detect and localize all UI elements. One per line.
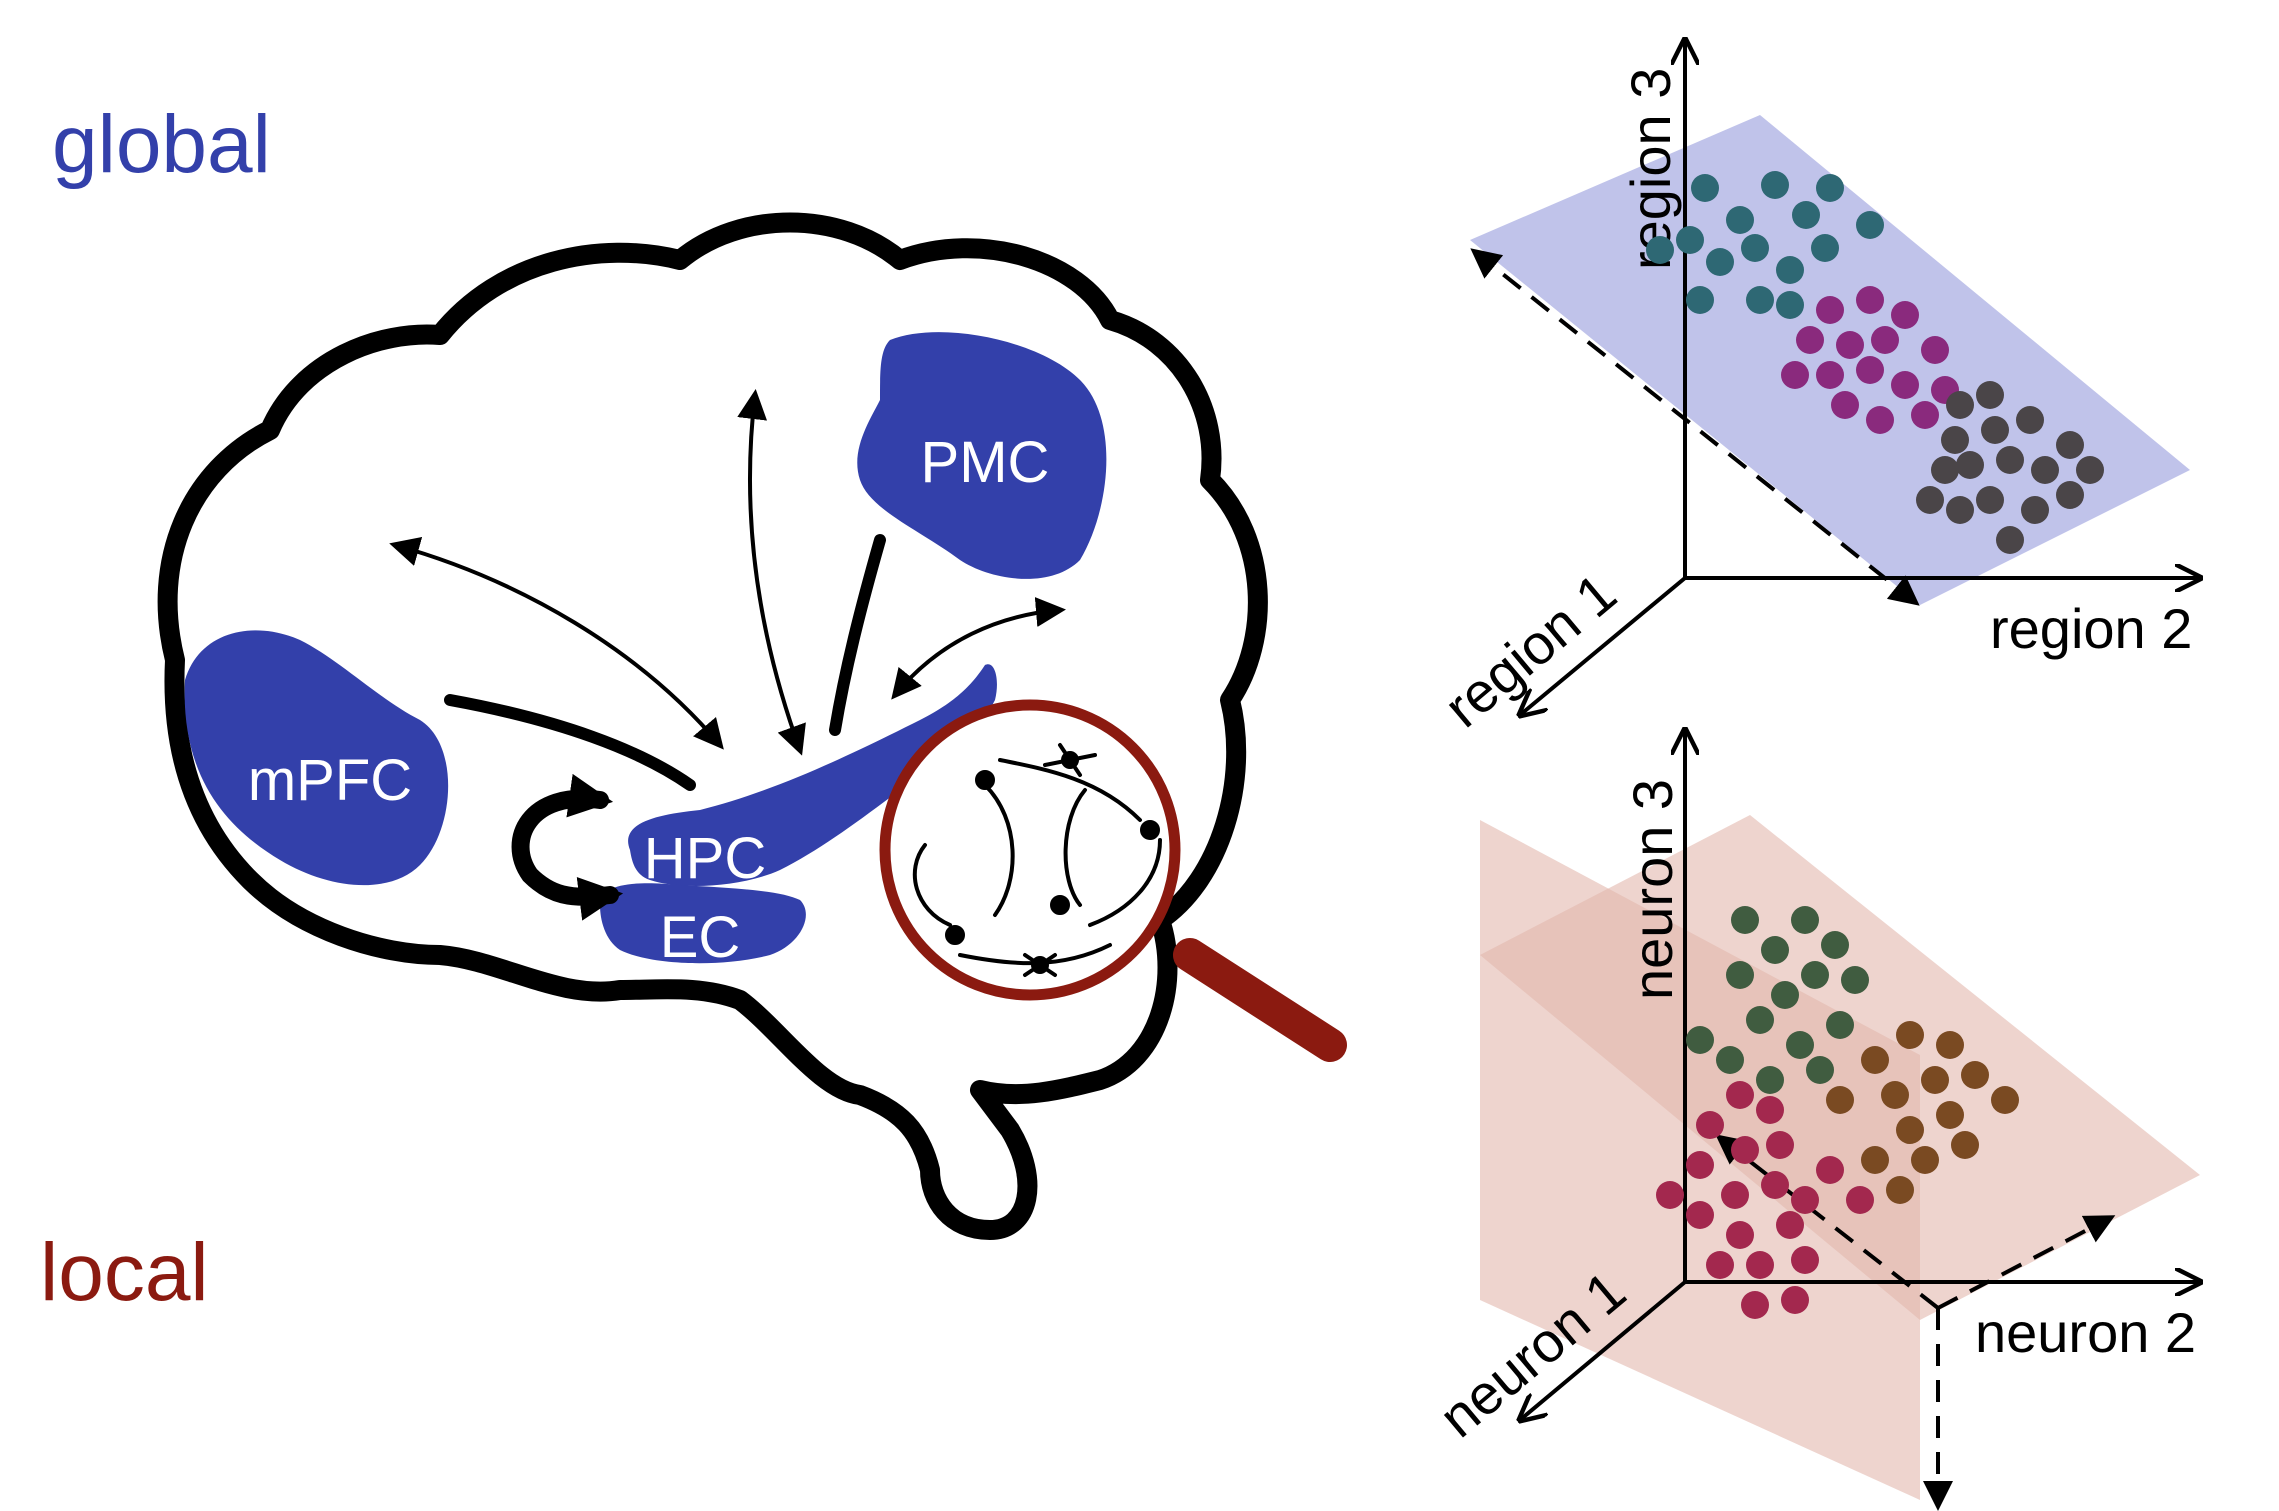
region-ec xyxy=(600,883,806,964)
neuron-axis-y-label: neuron 2 xyxy=(1975,1301,2196,1364)
arrow-hpc-ec-loop xyxy=(511,773,624,921)
neuron-axis-z-label: neuron 3 xyxy=(1621,779,1684,1000)
neuron-cell-icons xyxy=(912,743,1162,977)
neuron-cluster-crimson xyxy=(1656,1081,1874,1319)
neuron-projection-axes xyxy=(1715,1134,2116,1511)
region-space-plot: region 3 region 2 region 1 xyxy=(1432,40,2200,739)
region-mpfc xyxy=(184,630,449,886)
region-ec-label: EC xyxy=(660,905,741,970)
neuron-cluster-green xyxy=(1686,906,1869,1094)
arrow-mpfc-hpc xyxy=(444,694,696,791)
brain-diagram: global local mPFC PMC HPC EC xyxy=(40,99,1347,1318)
arrow-hpc-parietal xyxy=(891,597,1066,700)
label-global: global xyxy=(52,99,271,190)
region-cluster-magenta xyxy=(1781,286,1959,434)
region-cluster-gray xyxy=(1916,381,2104,554)
region-axes xyxy=(1470,40,2200,715)
neuron-clusters xyxy=(1656,906,2019,1319)
region-pmc-label: PMC xyxy=(921,430,1050,495)
region-axis-z-label: region 3 xyxy=(1619,68,1682,270)
region-projection-axis xyxy=(1470,248,1920,606)
neuron-plane-horizontal xyxy=(1480,815,2200,1320)
neuron-axes xyxy=(1520,730,2200,1511)
region-axis-y-label: region 2 xyxy=(1990,597,2192,660)
region-hpc xyxy=(628,664,997,886)
connection-arrows xyxy=(389,389,1066,921)
region-cluster-teal xyxy=(1646,171,1884,319)
region-pmc xyxy=(857,332,1107,579)
region-clusters xyxy=(1646,171,2104,554)
arrow-hpc-top xyxy=(737,389,806,756)
magnifier-icon xyxy=(879,699,1347,1062)
region-mpfc-label: mPFC xyxy=(248,748,412,813)
arrow-hpc-pmc xyxy=(829,534,886,736)
label-local: local xyxy=(40,1227,209,1318)
region-hpc-label: HPC xyxy=(644,826,766,891)
neuron-cluster-brown xyxy=(1826,1021,2019,1204)
neuron-space-plot: neuron 3 neuron 2 neuron 1 xyxy=(1427,730,2200,1511)
